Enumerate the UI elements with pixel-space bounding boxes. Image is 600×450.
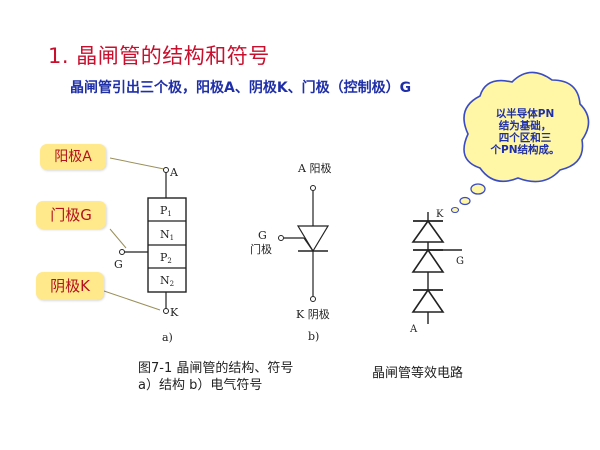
bubble-trail-medium [459,196,471,206]
bubble-trail-large [470,183,486,195]
bubble-line-2: 结为基础， [498,120,552,132]
bubble-trail-small [450,206,460,214]
cathode-callout: 阴极K [36,272,104,300]
equivalent-circuit-caption: 晶闸管等效电路 [372,366,464,381]
symbol-anode-label: A 阳极 [297,161,331,175]
symbol-diagram-label: b) [308,330,319,343]
terminal-g-dot [119,249,125,255]
terminal-k-label: K [170,306,179,319]
symbol-anode-dot [310,185,316,191]
layer-n2: N2 [160,274,174,288]
layer-p1: P1 [160,204,172,218]
bubble-line-3: 四个区和三 [498,132,552,144]
middle-diode [411,248,445,273]
structure-diagram-label: a) [162,331,173,344]
symbol-gate-label: 门极 [250,242,272,256]
terminal-a-label: A [169,166,179,179]
structure-diagram: A G K P1 N1 P2 N2 a) [114,166,187,344]
bubble-cloud [463,71,590,183]
terminal-a-dot [163,167,169,173]
symbol-gate-dot [278,235,284,241]
symbol-diode-triangle [296,225,330,253]
symbol-cathode-label: K 阴极 [296,307,330,321]
figure-caption-sub: a）结构 b）电气符号 [138,378,263,393]
figure-caption: 图7-1 晶闸管的结构、符号 [138,361,294,376]
eq-label-g: G [456,256,464,267]
eq-label-k: K [436,209,444,220]
bubble-text: 以半导体PN 结为基础， 四个区和三 个PN结构成。 [480,108,570,156]
thyristor-symbol: A 阳极 G 门极 K 阴极 b) [250,161,331,343]
symbol-gate-letter: G [258,229,267,242]
page-title: 1. 晶闸管的结构和符号 [48,44,270,68]
eq-label-a: A [409,324,418,335]
layer-p2: P2 [160,251,172,265]
upper-diode [411,219,445,243]
anode-callout-pointer [109,157,165,170]
bubble-line-1: 以半导体PN [495,108,555,120]
gate-callout: 门极G [36,201,106,229]
terminal-g-label: G [114,258,123,271]
symbol-cathode-dot [310,296,316,302]
gate-callout-pointer [109,228,127,249]
cathode-callout-pointer [103,290,161,311]
lower-diode [411,288,445,313]
anode-callout: 阳极A [40,144,106,170]
bubble-line-4: 个PN结构成。 [490,144,560,156]
equivalent-circuit: K G A [409,209,464,335]
layer-n1: N1 [160,228,174,242]
thought-bubble [450,71,590,214]
terminal-k-dot [163,308,169,314]
page-subtitle: 晶闸管引出三个极，阳极A、阴极K、门极（控制极）G [70,80,412,96]
